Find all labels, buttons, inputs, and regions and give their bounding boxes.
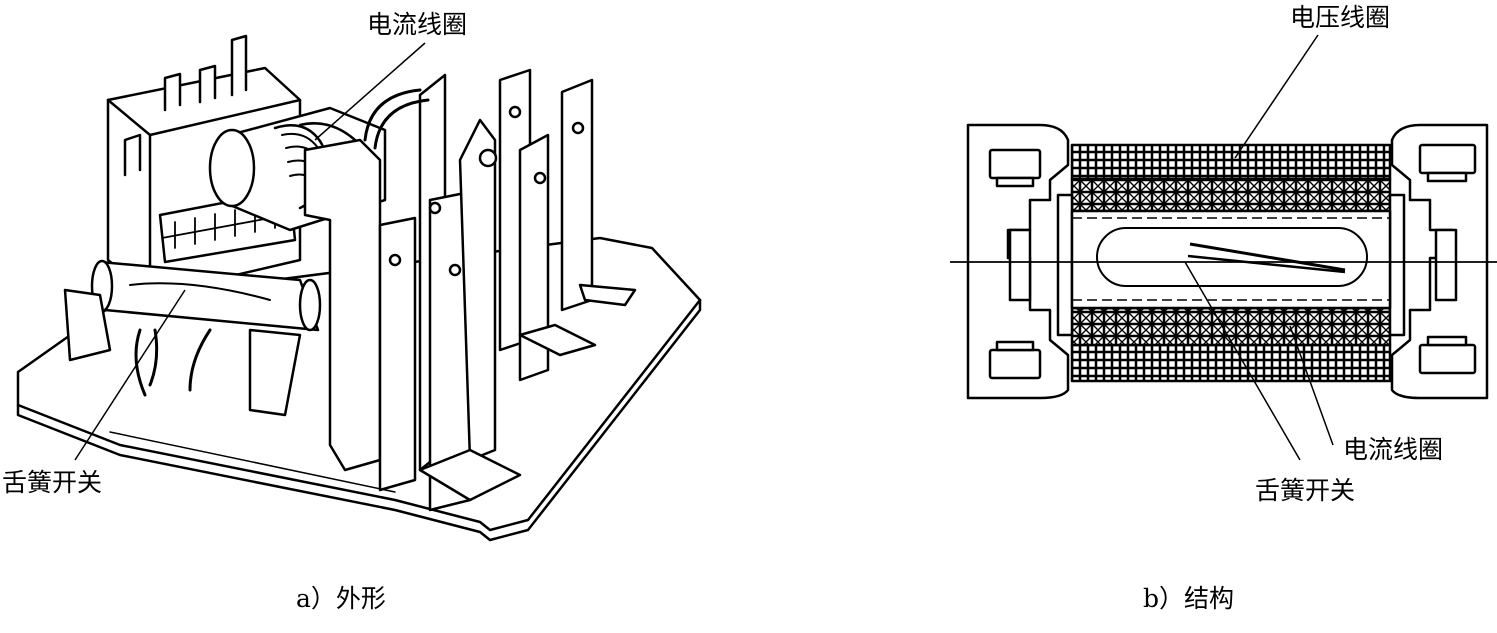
current-coil-bottom — [1072, 308, 1390, 345]
coil-frame — [108, 36, 300, 295]
relay-cross-section — [950, 125, 1497, 398]
voltage-coil-top — [1072, 145, 1390, 179]
label-voltage-coil-b: 电压线圈 — [1290, 3, 1391, 32]
label-current-coil-b: 电流线圈 — [1343, 435, 1444, 464]
coil-legs — [65, 290, 300, 415]
current-coil-top — [1072, 179, 1390, 211]
leader-lines-a — [75, 43, 425, 460]
label-current-coil-a: 电流线圈 — [367, 10, 468, 39]
caption-a: a）外形 — [296, 584, 386, 613]
contact-blades — [305, 70, 635, 510]
reed-switch-tube — [92, 261, 320, 330]
relay-external-view — [18, 36, 700, 540]
caption-b: b）结构 — [1143, 584, 1235, 613]
label-reed-switch-a: 舌簧开关 — [2, 468, 103, 497]
voltage-coil-bottom — [1072, 345, 1390, 381]
label-reed-switch-b: 舌簧开关 — [1255, 476, 1356, 505]
reed-capsule — [1097, 228, 1367, 286]
leader-lines-b — [1185, 35, 1333, 460]
